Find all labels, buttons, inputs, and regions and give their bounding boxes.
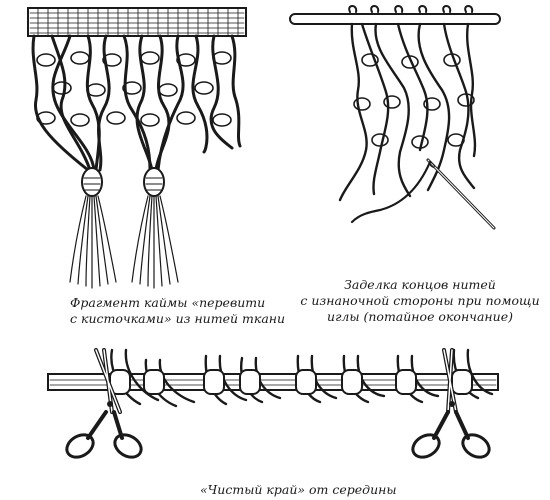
fabric-band: [27, 7, 247, 37]
ending-caption-line-3: иглы (потайное окончание): [327, 309, 513, 324]
mounting-rod: [289, 13, 501, 25]
fringe-caption: Фрагмент каймы «перевити с кисточками» и…: [70, 295, 285, 327]
fringe-net: [31, 34, 242, 172]
threaded-cord: [350, 160, 432, 224]
edge-caption-line-1: «Чистый край» от середины: [200, 482, 397, 497]
ending-caption-line-1: Заделка концов нитей: [344, 277, 496, 292]
fringe-caption-line-2: с кисточками» из нитей ткани: [70, 311, 286, 326]
clean-edge: [47, 348, 499, 459]
edge-caption: «Чистый край» от середины: [200, 482, 397, 498]
ending-caption-line-2: с изнаночной стороны при помощи: [300, 293, 540, 308]
fabric-weave: [29, 7, 245, 37]
tassel-right: [131, 167, 179, 289]
scissors-icon: [65, 348, 143, 459]
ending-knots: [353, 53, 475, 149]
hidden-ending: [289, 5, 501, 230]
fringe-caption-line-1: Фрагмент каймы «перевити: [70, 295, 266, 310]
ending-cords: [338, 22, 477, 202]
fringe-knots: [36, 51, 232, 127]
fringe-fragment: [27, 7, 247, 289]
scissors-icon: [411, 348, 491, 459]
edge-wraps: [109, 369, 473, 395]
tassel-left: [69, 167, 117, 289]
lark-head-knots: [348, 5, 474, 13]
ending-caption: Заделка концов нитей с изнаночной сторон…: [300, 277, 540, 325]
